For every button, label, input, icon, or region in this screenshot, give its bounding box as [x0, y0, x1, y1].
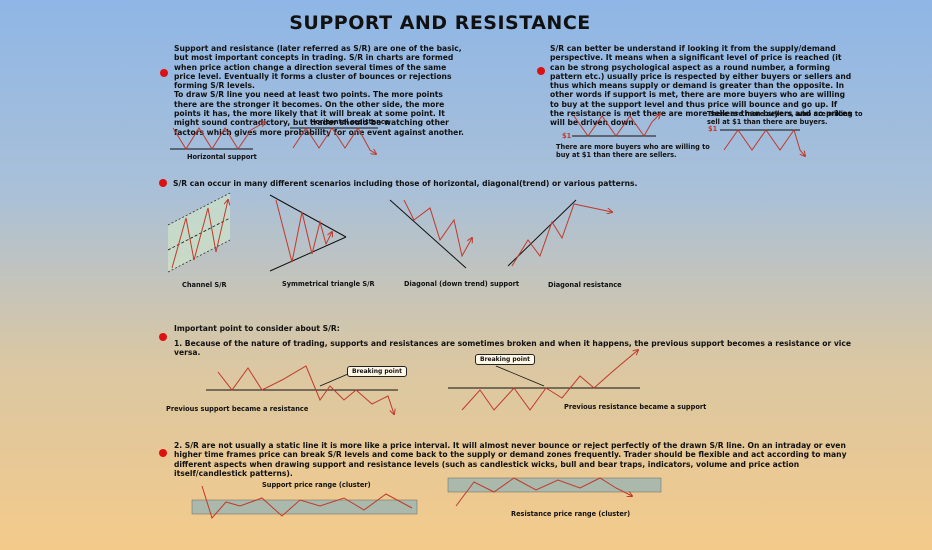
channel-diagram [167, 192, 230, 273]
label-diag-support: Diagonal (down trend) support [404, 280, 520, 288]
diagonal-support-diagram [389, 199, 472, 269]
scenarios-text: S/R can occur in many different scenario… [173, 179, 638, 188]
label-support-range: Support price range (cluster) [262, 481, 371, 489]
label-diag-resistance: Diagonal resistance [548, 281, 622, 289]
support-to-resistance-diagram [206, 365, 398, 414]
bullet-important [159, 333, 167, 341]
sellers-resistance-diagram [720, 128, 805, 156]
diagonal-resistance-diagram [507, 199, 612, 267]
label-price-1: $1 [562, 132, 572, 140]
bullet-point2 [159, 449, 167, 457]
horizontal-support-diagram [170, 122, 265, 150]
bullet-intro [160, 69, 168, 77]
intro-paragraph: Support and resistance (later referred a… [174, 44, 464, 137]
label-horizontal-support: Horizontal support [187, 153, 257, 161]
point1-text: 1. Because of the nature of trading, sup… [174, 339, 852, 358]
support-range-diagram [191, 485, 418, 520]
page-title: SUPPORT AND RESISTANCE [289, 12, 591, 34]
label-horizontal-resistance: Horizontal resistance [310, 118, 390, 126]
breaking-point-callout-2: Breaking point [475, 354, 535, 365]
label-sellers-note: There are more sellers, who are willing … [707, 110, 863, 126]
label-channel: Channel S/R [182, 281, 227, 289]
breaking-point-callout-1: Breaking point [347, 366, 407, 377]
label-prev-resistance: Previous resistance became a support [564, 403, 707, 411]
label-sym-triangle: Symmetrical triangle S/R [282, 280, 375, 288]
label-prev-support: Previous support became a resistance [166, 405, 309, 413]
bullet-supply-demand [537, 67, 545, 75]
label-resistance-range: Resistance price range (cluster) [511, 510, 631, 518]
sym-triangle-diagram [269, 194, 347, 272]
horizontal-resistance-diagram [290, 127, 378, 154]
resistance-to-support-diagram [448, 350, 640, 411]
label-price-2: $1 [708, 125, 718, 133]
resistance-range-diagram [447, 477, 662, 507]
bullet-scenarios [159, 179, 167, 187]
label-buyers-note: There are more buyers who are willing to… [556, 143, 710, 159]
buyers-support-diagram [572, 114, 660, 137]
supply-demand-paragraph: S/R can better be understand if looking … [550, 44, 852, 128]
point2-text: 2. S/R are not usually a static line it … [174, 441, 847, 478]
important-heading: Important point to consider about S/R: [174, 324, 340, 333]
